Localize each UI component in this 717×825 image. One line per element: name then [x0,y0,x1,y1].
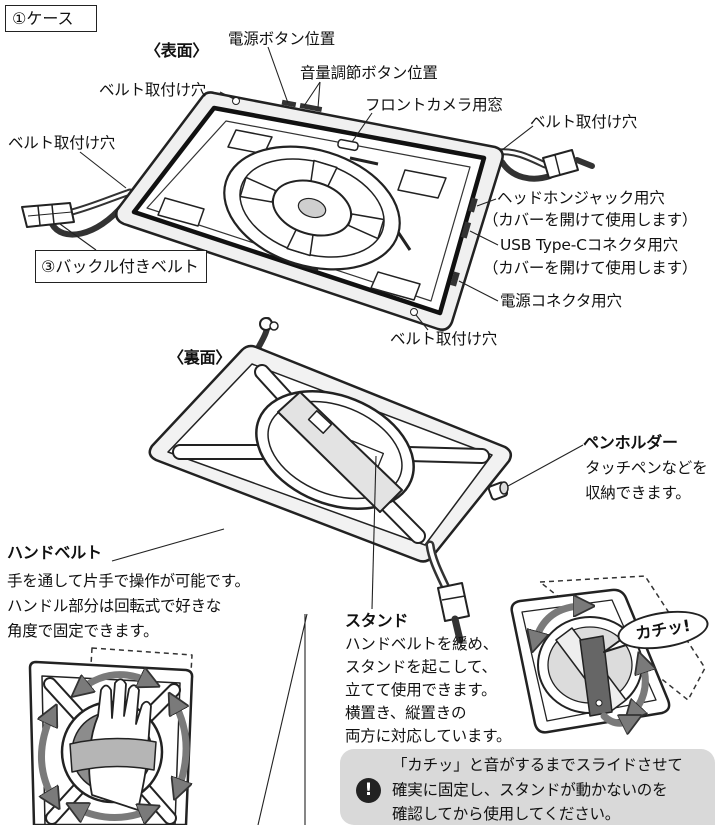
section-label: ①ケース [12,9,74,28]
stand-line: スタンドを起こして、 [345,658,497,676]
front-heading: 〈表面〉 [145,41,209,60]
headphone-jack-port [468,197,478,213]
rotated-position-outline [85,647,193,761]
leader-belt-hole-left [79,151,127,189]
label-usb-c: USB Type-Cコネクタ用穴 [500,236,678,254]
caution-note-line: 確認してから使用してください。 [392,805,621,823]
top-strap-clip [253,317,279,355]
pen-holder-line: タッチペンなどを [585,459,708,477]
rotation-arrows [41,675,186,818]
stand-leg [579,635,613,717]
leader-volume-button-b [317,81,321,109]
leader-power-connector [458,280,499,302]
leader-stand [371,455,377,610]
stand-line: ハンドベルトを緩め、 [345,635,499,653]
stand-arrows [535,606,645,723]
leader-belt-hole-bottom [415,314,429,331]
pen-holder-title: ペンホルダー [583,433,678,452]
bottom-strap-buckle [425,540,470,644]
left-buckle [21,202,75,228]
volume-button [299,102,323,113]
label-headphone-jack: ヘッドホンジャック用穴 [497,189,665,207]
leader-lower-a [257,613,308,825]
label-buckle-belt: ③バックル付きベルト [41,257,199,276]
caution-note-line: 「カチッ」と音がするまでスライドさせて [392,756,683,774]
stand-illustration [510,575,706,732]
label-power-button: 電源ボタン位置 [228,30,336,48]
hand-strap [277,391,403,513]
hand-belt-title: ハンドベルト [7,543,102,562]
front-rotating-ring [223,145,401,271]
hand-belt-illustration [28,647,194,825]
front-buttons-and-ports [232,97,478,316]
label-belt-hole-top: ベルト取付け穴 [99,81,207,99]
hand-belt-band [69,737,157,773]
hand-strap-buckle [307,410,333,434]
leader-belt-hole-right [501,125,534,151]
belt-hole-top [232,97,240,105]
front-case-illustration [21,91,595,331]
leader-belt-hole-top [219,91,235,100]
hand-belt-line: 手を通して片手で操作が可能です。 [7,572,250,590]
stand-line: 両方に対応しています。 [345,727,512,745]
usb-c-port [460,221,472,239]
label-usb-c-note: （カバーを開けて使用します） [483,259,698,277]
pen-holder-line: 収納できます。 [585,484,691,502]
power-button [281,99,297,108]
exclamation-icon: ! [356,778,381,803]
label-power-connector: 電源コネクタ用穴 [500,292,622,310]
leader-usb-c [469,230,499,246]
belt-hole-bottom [410,308,418,316]
leader-headphone [476,198,497,207]
leader-power-button [267,46,289,104]
label-belt-hole-right: ベルト取付け穴 [530,113,638,131]
stand-line: 横置き、縦置きの [345,704,467,722]
leader-pen-holder [507,444,584,487]
stand-title: スタンド [345,611,409,630]
section-label-box: ①ケース [5,5,97,32]
right-buckle [542,149,595,179]
label-headphone-note: （カバーを開けて使用します） [483,211,698,229]
label-front-camera: フロントカメラ用窓 [365,96,503,114]
leader-buckle-belt [59,223,97,251]
pen-holder [487,481,509,501]
back-heading: 〈裏面〉 [168,348,232,367]
leader-hand-belt [111,528,225,562]
caution-note-box [340,749,715,825]
front-camera-window [337,138,359,152]
front-corner-windows [157,129,447,301]
leader-volume-button-a [303,81,321,107]
right-strap [494,148,553,182]
hand-belt-line: 角度で固定できます。 [7,622,159,640]
leader-lines [59,46,584,825]
buckle-belt-box: ③バックル付きベルト [35,250,207,283]
caution-note-line: 確実に固定し、スタンドが動かないのを [392,781,668,799]
label-belt-hole-left: ベルト取付け穴 [8,134,116,152]
label-belt-hole-bottom: ベルト取付け穴 [390,330,498,348]
label-volume-button: 音量調節ボタン位置 [300,64,438,82]
back-case-illustration [148,317,513,644]
hand-belt-line: ハンドル部分は回転式で好きな [7,597,222,615]
power-connector-port [450,271,460,287]
stand-line: 立てて使用できます。 [345,681,497,699]
leader-front-camera [351,112,373,143]
